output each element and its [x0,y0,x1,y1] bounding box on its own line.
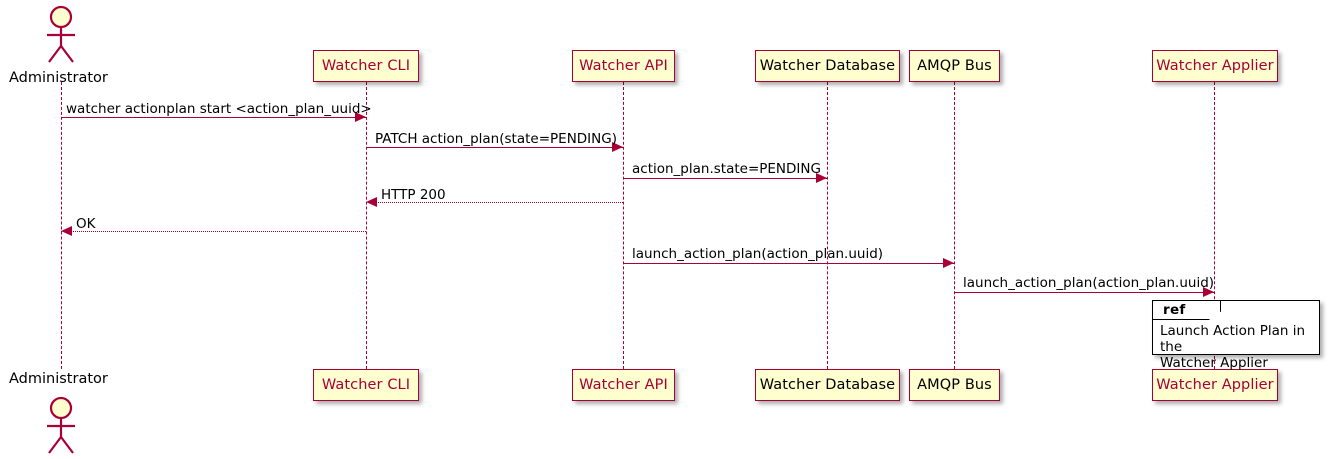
participant-label-amqp-bus: AMQP Bus [917,377,992,393]
message-arrowhead-m7 [1203,287,1214,297]
participant-label-watcher-api: Watcher API [579,377,668,393]
participant-label-watcher-cli: Watcher CLI [321,377,411,393]
lifeline-watcher-applier [1214,82,1215,369]
participant-label-watcher-applier: Watcher Applier [1156,58,1274,74]
participant-box-amqp-bus-top[interactable]: AMQP Bus [909,50,1000,82]
message-arrowhead-m4 [366,197,377,207]
fragment-tab-ref-launch-action-plan: ref [1153,301,1221,320]
lifeline-watcher-api [623,82,624,369]
message-arrowhead-m3 [816,173,827,183]
message-arrowhead-m1 [355,112,366,122]
participant-label-amqp-bus: AMQP Bus [917,58,992,74]
participant-label-watcher-applier: Watcher Applier [1156,377,1274,393]
lifeline-administrator [61,82,62,369]
actor-label-administrator: Administrator [9,70,108,86]
message-line-m3 [623,178,827,179]
actor-administrator [35,2,87,68]
message-arrowhead-m5 [61,226,72,236]
message-line-m5 [61,231,366,232]
participant-box-watcher-database-bottom[interactable]: Watcher Database [755,369,900,401]
message-arrowhead-m6 [943,258,954,268]
lifeline-watcher-database [827,82,828,369]
actor-label-administrator: Administrator [9,371,108,387]
message-label-m7: launch_action_plan(action_plan.uuid) [963,275,1215,291]
participant-label-watcher-database: Watcher Database [759,377,896,393]
fragment-tab-label-ref-launch-action-plan: ref [1163,302,1186,318]
message-label-m4: HTTP 200 [381,187,446,203]
message-label-m2: PATCH action_plan(state=PENDING) [375,131,617,147]
message-label-m6: launch_action_plan(action_plan.uuid) [632,246,884,262]
lifeline-watcher-cli [366,82,367,369]
message-line-m4 [366,202,623,203]
participant-label-watcher-cli: Watcher CLI [321,58,411,74]
participant-box-watcher-cli-bottom[interactable]: Watcher CLI [313,369,419,401]
message-line-m6 [623,263,954,264]
participant-box-watcher-applier-bottom[interactable]: Watcher Applier [1152,369,1278,401]
participant-label-watcher-api: Watcher API [579,58,668,74]
participant-label-watcher-database: Watcher Database [759,58,896,74]
participant-box-watcher-api-bottom[interactable]: Watcher API [572,369,675,401]
message-arrowhead-m2 [612,142,623,152]
message-label-m3: action_plan.state=PENDING [632,161,821,177]
participant-box-amqp-bus-bottom[interactable]: AMQP Bus [909,369,1000,401]
lifeline-amqp-bus [954,82,955,369]
participant-box-watcher-api-top[interactable]: Watcher API [572,50,675,82]
fragment-body-line: Launch Action Plan in the [1160,323,1306,355]
actor-figure-icon [47,396,75,454]
actor-administrator [35,393,87,459]
fragment-body-line: Watcher Applier [1160,355,1268,371]
message-label-m1: watcher actionplan start <action_plan_uu… [66,101,372,117]
message-line-m1 [61,117,366,118]
message-line-m7 [954,292,1214,293]
message-label-m5: OK [76,216,96,232]
participant-box-watcher-applier-top[interactable]: Watcher Applier [1152,50,1278,82]
actor-figure-icon [47,5,75,63]
message-line-m2 [366,147,623,148]
participant-box-watcher-cli-top[interactable]: Watcher CLI [313,50,419,82]
participant-box-watcher-database-top[interactable]: Watcher Database [755,50,900,82]
